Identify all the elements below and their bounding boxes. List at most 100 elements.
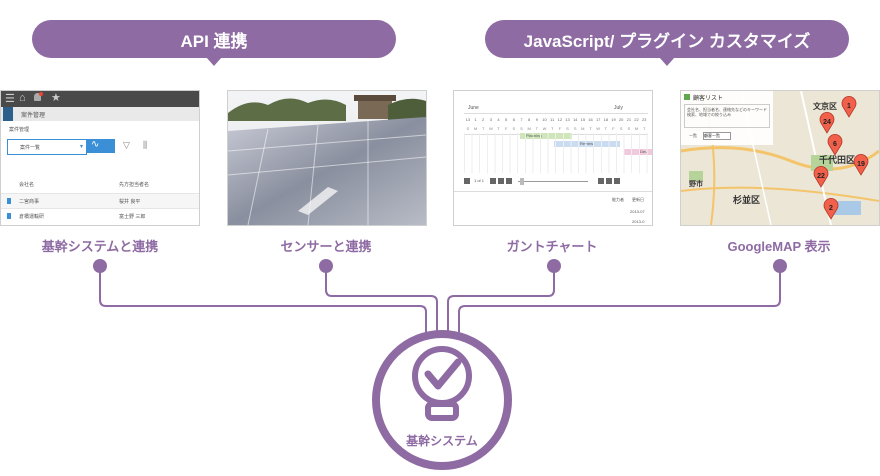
connector-dot <box>93 259 107 273</box>
gantt-day-number: 17 <box>596 117 601 122</box>
gantt-weekday: T <box>589 126 592 131</box>
gantt-day-number: 20 <box>619 117 624 122</box>
gantt-day-number: 8 <box>528 117 531 122</box>
js-plugin-label: JavaScript/ プラグイン カスタマイズ <box>523 31 811 51</box>
gantt-day-number: 4 <box>497 117 500 122</box>
table-row[interactable]: 倉橋運輸研 富士野 三郎 <box>1 208 199 223</box>
map-description-text: 会社名、担当者名、連絡先などのキーワード検索、地域での絞り込み <box>687 107 767 117</box>
map-screenshot: 顧客リスト 会社名、担当者名、連絡先などのキーワード検索、地域での絞り込み 一覧… <box>680 90 880 226</box>
connector-dot <box>773 259 787 273</box>
caption-map: GoogleMAP 表示 <box>727 239 831 254</box>
hub-check-icon <box>412 346 472 421</box>
doc-icon <box>7 213 11 219</box>
zoom-in-icon[interactable] <box>598 178 604 184</box>
view-select[interactable]: 案件一覧 ▾ <box>7 139 87 155</box>
graph-icon: ∿ <box>91 139 100 150</box>
gantt-weekday: S <box>520 126 523 131</box>
gantt-day-number: 22 <box>634 117 639 122</box>
js-plugin-bubble: JavaScript/ プラグイン カスタマイズ <box>485 20 849 66</box>
map-pin-label: 6 <box>833 141 837 148</box>
filter-label: 一覧 <box>689 133 697 138</box>
graph-button[interactable]: ∿ <box>87 139 115 153</box>
map-label-suginami: 杉並区 <box>733 195 761 205</box>
star-icon: ★ <box>51 92 61 104</box>
map-pin: 6 <box>827 133 843 156</box>
map-pin: 19 <box>853 153 869 176</box>
gantt-day-number: 10 <box>542 117 547 122</box>
map-pin-label: 24 <box>823 119 831 126</box>
column-company: 会社名 <box>19 182 35 188</box>
solar-panel-photo <box>227 90 427 226</box>
solar-panel-image <box>228 91 426 225</box>
list-icon <box>684 94 690 100</box>
map-label-chiyoda: 千代田区 <box>819 155 856 165</box>
caption-kikan: 基幹システムと連携 <box>41 239 159 254</box>
gantt-weekday: T <box>536 126 539 131</box>
menu-icon: ☰ <box>5 93 15 105</box>
gantt-day-number: 13 <box>565 117 570 122</box>
gantt-day-number: 9 <box>536 117 539 122</box>
map-pin: 24 <box>819 111 835 134</box>
gantt-weekday: M <box>635 126 638 131</box>
gantt-weekday: T <box>551 126 554 131</box>
doc-icon <box>7 198 11 204</box>
gantt-weekday: S <box>466 126 469 131</box>
chevron-down-icon: ▾ <box>79 144 83 150</box>
gantt-day-number: 2 <box>482 117 485 122</box>
app-header: 案件管理 <box>1 107 199 121</box>
gantt-weekday: S <box>574 126 577 131</box>
gantt-day-number: 14 <box>573 117 578 122</box>
updated-date: 2013-07 <box>630 209 645 214</box>
gantt-weekday: S <box>627 126 630 131</box>
breadcrumb: 案件管理 <box>9 127 30 133</box>
gantt-weekday: S <box>620 126 623 131</box>
map-label-city: 野市 <box>689 181 703 188</box>
first-page-icon[interactable] <box>464 178 470 184</box>
gantt-month-july: July <box>614 105 623 111</box>
last-page-icon[interactable] <box>506 178 512 184</box>
caption-gantt: ガントチャート <box>506 239 598 254</box>
page-indicator: 1 of 1 <box>474 178 485 183</box>
bell-icon <box>34 93 41 101</box>
map-title: 顧客リスト <box>693 96 724 102</box>
filter-icon[interactable]: ▽ <box>123 140 130 150</box>
gantt-weekday: S <box>512 126 515 131</box>
table-row[interactable]: 二宮商事 桜井 良平 <box>1 193 199 208</box>
map-pin: 22 <box>813 165 829 188</box>
map-pin-label: 22 <box>817 173 825 180</box>
gantt-day-number: 19 <box>611 117 616 122</box>
cell-company: 二宮商事 <box>19 199 40 205</box>
connector-dot <box>319 259 333 273</box>
fit-icon[interactable] <box>614 178 620 184</box>
prev-page-icon[interactable] <box>490 178 496 184</box>
zoom-out-icon[interactable] <box>606 178 612 184</box>
view-select-value: 案件一覧 <box>20 145 41 151</box>
filter-select[interactable]: 顧客一覧 <box>703 132 731 140</box>
zoom-slider-handle[interactable] <box>520 178 524 185</box>
gantt-day-number: 11 <box>550 117 555 122</box>
column-person: 先方担当者名 <box>119 182 150 188</box>
gantt-weekday: F <box>612 126 615 131</box>
gantt-day-number: 13 <box>466 117 471 122</box>
map-pin: 1 <box>841 95 857 118</box>
gantt-footer-divider <box>454 191 652 192</box>
gantt-weekday: M <box>527 126 530 131</box>
next-page-icon[interactable] <box>498 178 504 184</box>
chart-icon[interactable]: ⫼ <box>143 140 148 150</box>
zoom-slider-track[interactable] <box>518 181 588 182</box>
api-integration-label: API 連携 <box>180 31 248 51</box>
gantt-day-grid: 13S1M2T3W4T5F6S7S8M9T10W11T12F13S14S15M1… <box>466 117 648 131</box>
gantt-weekday: T <box>643 126 646 131</box>
map-label-bunkyo: 文京区 <box>813 102 837 111</box>
cell-person: 富士野 三郎 <box>119 214 146 220</box>
gantt-day-number: 23 <box>642 117 647 122</box>
cell-company: 倉橋運輸研 <box>19 214 45 220</box>
gantt-grid <box>464 133 648 173</box>
gantt-weekday: W <box>489 126 493 131</box>
gantt-weekday: T <box>497 126 500 131</box>
notification-badge <box>39 92 43 96</box>
gantt-day-number: 12 <box>558 117 563 122</box>
home-icon: ⌂ <box>19 92 26 104</box>
